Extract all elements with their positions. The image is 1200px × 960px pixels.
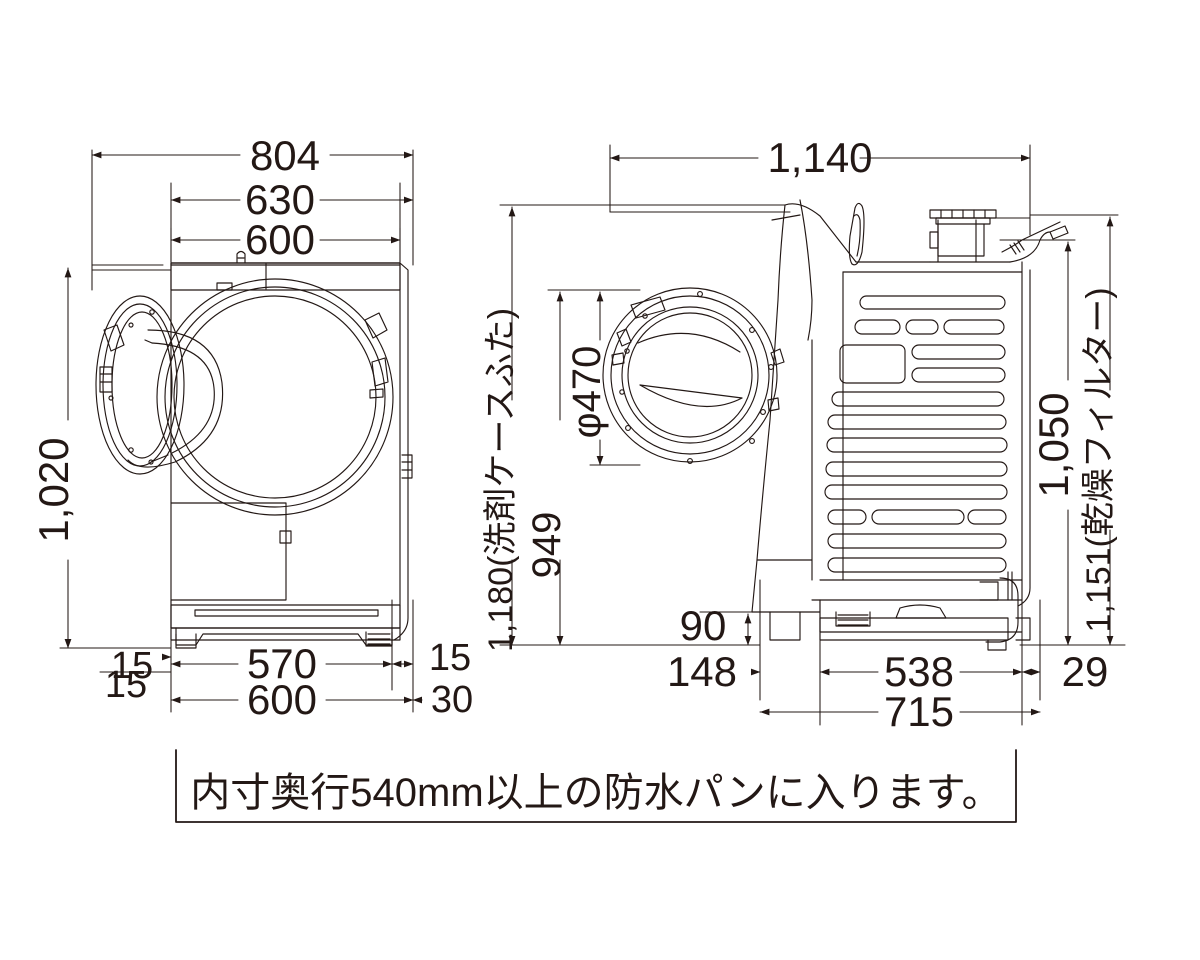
front-view-machine	[95, 250, 413, 649]
dim-side-148: 148	[667, 648, 737, 695]
dim-front-600-bottom: 600	[247, 676, 317, 723]
dim-front-804: 804	[250, 132, 320, 179]
dim-front-600-top: 600	[245, 216, 315, 263]
dim-front-630: 630	[245, 176, 315, 223]
dim-side-538: 538	[884, 648, 954, 695]
dim-side-1050: 1,050	[1030, 392, 1077, 497]
dim-front-30-right: 30	[431, 679, 473, 721]
dim-side-phi470: φ470	[565, 346, 609, 439]
dim-side-1140: 1,140	[767, 134, 872, 181]
dim-front-570: 570	[247, 640, 317, 687]
front-view-dimensions	[59, 149, 423, 713]
dim-side-1180-detergent-lid: 1,180(洗剤ケースふた)	[482, 308, 520, 652]
dim-front-15-left-lower: 15	[105, 664, 147, 706]
dim-front-15-right: 15	[429, 637, 471, 679]
dim-side-1151-dry-filter: 1,151(乾燥フィルター)	[1080, 287, 1118, 632]
dim-front-15-left-upper: 15	[111, 645, 153, 687]
dim-side-715: 715	[884, 688, 954, 735]
caption-text: 内寸奥行540mm以上の防水パンに入ります。	[190, 771, 1001, 815]
dim-front-height-1020: 1,020	[30, 437, 77, 542]
side-view-dimensions	[499, 144, 1126, 726]
dim-side-29: 29	[1062, 648, 1109, 695]
dim-side-949: 949	[525, 512, 569, 579]
dim-side-90: 90	[680, 602, 727, 649]
side-view-machine	[602, 199, 1069, 651]
caption-bracket	[175, 749, 1017, 823]
